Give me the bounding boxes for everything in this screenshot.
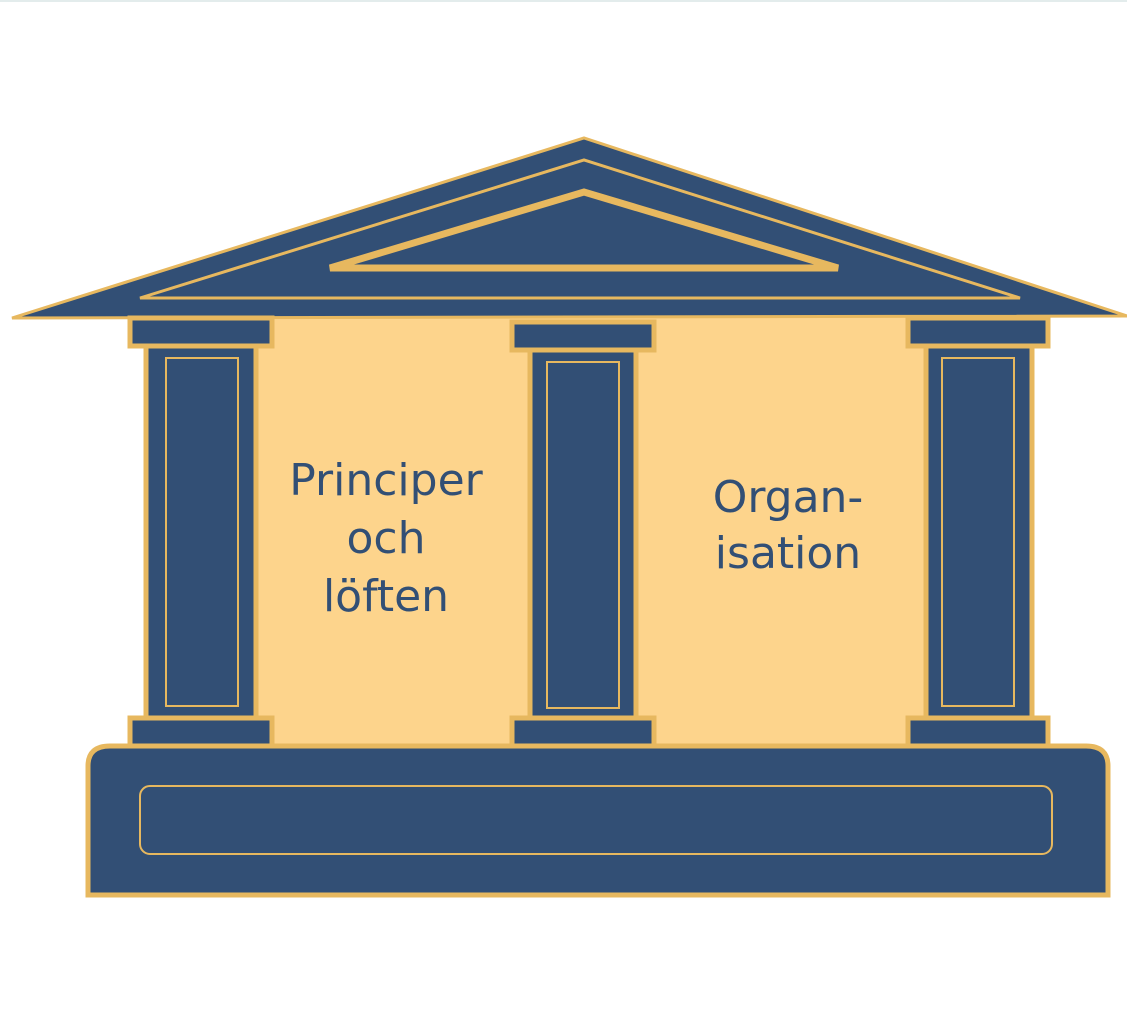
temple-base bbox=[88, 746, 1108, 895]
panel-label-organisation: Organ- isation bbox=[660, 470, 916, 582]
pillar-right bbox=[908, 318, 1048, 746]
panel-label-principles: Principer och löften bbox=[262, 452, 510, 626]
pillar-middle bbox=[512, 322, 654, 746]
temple-roof bbox=[12, 138, 1127, 318]
pillar-left bbox=[130, 318, 272, 746]
